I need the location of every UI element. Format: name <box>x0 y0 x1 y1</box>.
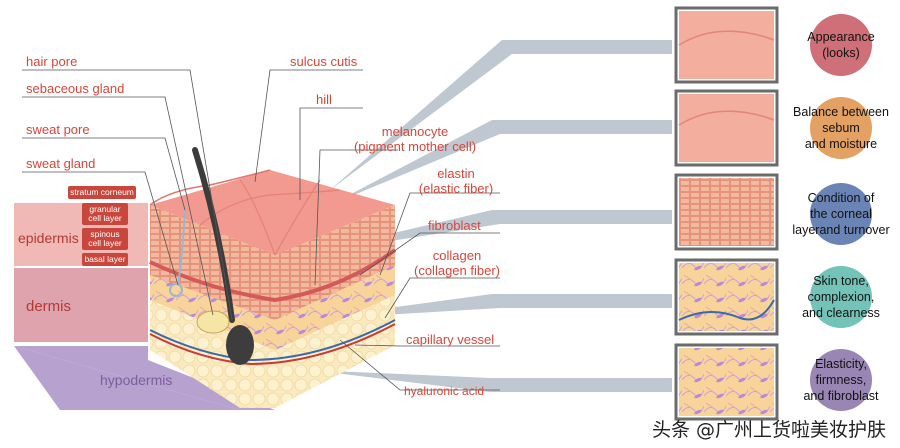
benefit-text-line: Skin tone, <box>813 274 869 288</box>
label-sebaceous-gland: sebaceous gland <box>26 81 125 96</box>
connector-corneal <box>300 210 672 255</box>
tag-spinous-line1: spinous <box>90 229 120 239</box>
benefit-text-line: Appearance <box>807 30 875 44</box>
benefit-circle <box>810 14 872 76</box>
connector-elasticity <box>310 370 672 392</box>
label-sweat-pore: sweat pore <box>26 122 90 137</box>
label-sulcus-cutis: sulcus cutis <box>290 54 358 69</box>
label-hair-pore: hair pore <box>26 54 78 69</box>
dermis-band <box>14 268 148 342</box>
skin-block <box>149 147 397 408</box>
hypodermis-band <box>14 346 275 410</box>
benefit-text: Balance between sebum and moisture <box>787 104 895 152</box>
tag-spinous-cell-layer: spinous cell layer <box>82 228 128 250</box>
label-melanocyte-line2: (pigment mother cell) <box>353 139 477 154</box>
label-hyaluronic-acid: hyaluronic acid <box>404 384 485 398</box>
label-elastin-line1: elastin <box>437 166 475 181</box>
benefit-text-line: Balance between <box>793 105 889 119</box>
zoom-panels <box>674 6 779 421</box>
benefit-circle <box>810 266 872 328</box>
benefit-text-line: Elasticity, <box>815 357 867 371</box>
layer-epidermis: epidermis <box>18 230 79 246</box>
label-collagen-line1: collagen <box>432 248 482 263</box>
label-melanocyte: melanocyte (pigment mother cell) <box>340 124 490 154</box>
tag-granular-cell-layer: granular cell layer <box>82 203 128 225</box>
label-elastin-line2: (elastic fiber) <box>418 181 494 196</box>
tag-granular-line2: cell layer <box>88 213 122 223</box>
benefit-text-line: and clearness <box>802 306 880 320</box>
label-elastin: elastin (elastic fiber) <box>406 166 506 196</box>
benefit-text: Condition of the corneal layerand turnover <box>787 190 895 238</box>
label-capillary-vessel: capillary vessel <box>406 332 495 347</box>
watermark: 头条 @广州上货啦美妆护肤 <box>651 419 886 441</box>
tag-granular-line1: granular <box>89 204 121 214</box>
benefit-text: Skin tone, complexion, and clearness <box>787 273 895 321</box>
tag-basal-layer: basal layer <box>82 253 128 266</box>
benefit-text: Appearance (looks) <box>787 29 895 61</box>
layer-hypodermis: hypodermis <box>100 372 173 388</box>
layer-dermis: dermis <box>26 298 72 315</box>
tag-spinous-line2: cell layer <box>88 238 122 248</box>
benefit-text-line: complexion, <box>807 290 875 304</box>
connector-balance <box>330 120 672 205</box>
label-hill: hill <box>316 92 332 107</box>
label-fibroblast: fibroblast <box>428 218 481 233</box>
benefit-circle <box>810 97 872 159</box>
benefit-text-line: sebum <box>822 121 860 135</box>
label-collagen-line2: (collagen fiber) <box>414 263 500 278</box>
benefit-text: Elasticity, firmness, and fibroblast <box>787 356 895 404</box>
label-sweat-gland: sweat gland <box>26 156 96 171</box>
benefit-text-line: firmness, <box>815 373 867 387</box>
benefit-text-line: and moisture <box>804 137 878 151</box>
benefit-text-line: and fibroblast <box>803 389 879 403</box>
benefit-circle <box>810 349 872 411</box>
tag-stratum-corneum: stratum corneum <box>68 186 136 199</box>
benefit-text-line: layerand turnover <box>792 223 890 237</box>
benefit-circle <box>810 183 872 245</box>
benefit-text-line: (looks) <box>822 46 860 60</box>
leader-lines <box>22 69 500 391</box>
label-collagen: collagen (collagen fiber) <box>404 248 510 278</box>
benefit-text-line: the corneal <box>810 207 872 221</box>
label-melanocyte-line1: melanocyte <box>381 124 449 139</box>
benefit-text-line: Condition of <box>807 191 875 205</box>
